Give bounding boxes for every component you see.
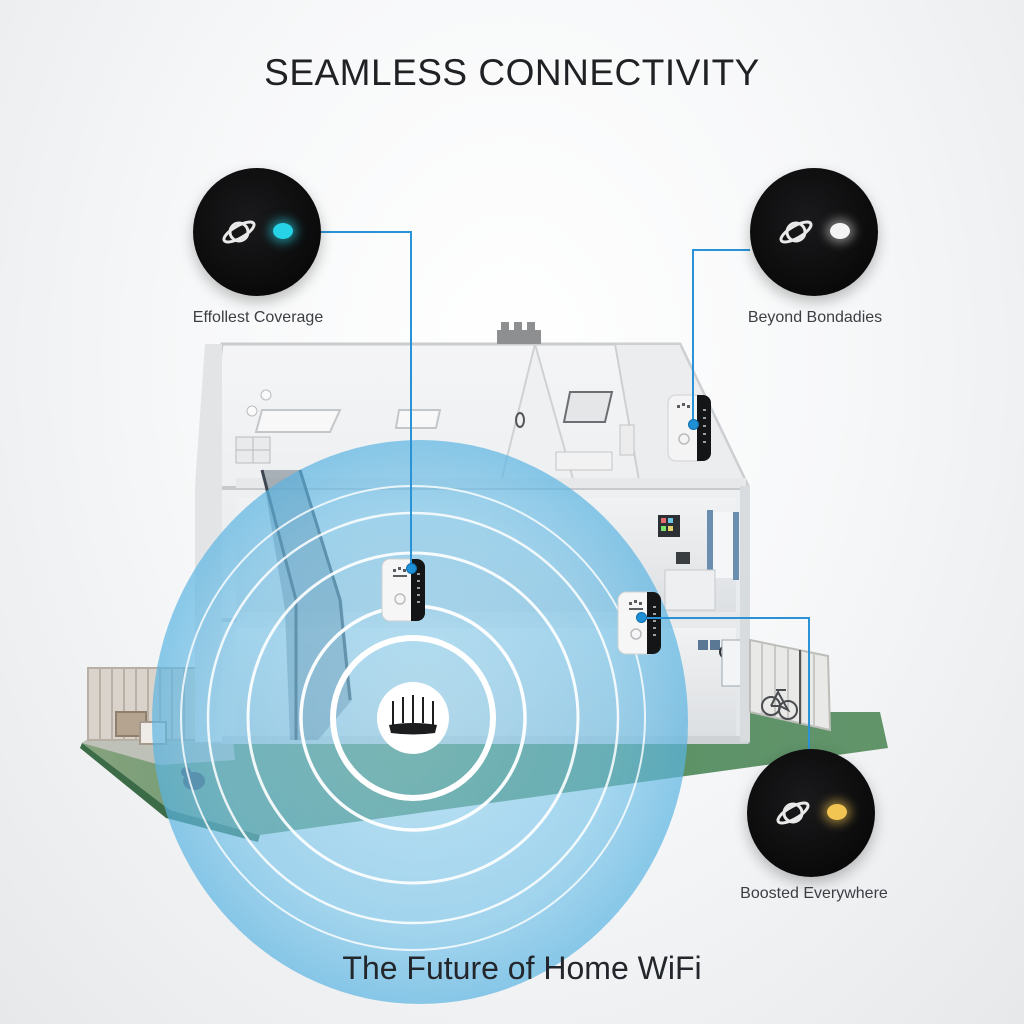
planet-icon <box>779 220 813 244</box>
connector-endpoint-attic <box>688 419 699 430</box>
signal-ring-4 <box>206 511 620 925</box>
connector-endpoint-middle-floor <box>406 563 417 574</box>
repeater-middle-floor <box>381 558 425 622</box>
connector-top-right <box>692 249 750 424</box>
chimney <box>497 322 541 344</box>
status-led-white <box>830 223 850 239</box>
bicycle <box>761 689 798 720</box>
callout-badge-effortless-coverage <box>193 168 321 296</box>
repeater-attic <box>667 394 711 462</box>
callout-badge-boosted-everywhere <box>747 749 875 877</box>
callout-label-boosted-everywhere: Boosted Everywhere <box>740 885 888 902</box>
callout-label-effortless-coverage: Effollest Coverage <box>192 309 324 326</box>
router-icon <box>389 695 437 735</box>
status-led-cyan <box>273 223 293 239</box>
page-title: SEAMLESS CONNECTIVITY <box>264 52 760 93</box>
callout-badge-beyond-boundaries <box>750 168 878 296</box>
connector-top-left <box>320 231 412 568</box>
signal-rings <box>180 485 646 951</box>
planet-icon <box>222 220 256 244</box>
footer-tagline: The Future of Home WiFi <box>342 950 702 986</box>
planet-icon <box>776 801 810 825</box>
connector-bottom-right <box>641 617 810 752</box>
signal-ring-3 <box>246 551 580 885</box>
signal-ring-5 <box>180 485 646 951</box>
repeater-right-wing <box>617 591 661 655</box>
callout-label-beyond-boundaries: Beyond Bondadies <box>747 309 883 326</box>
connector-endpoint-right-wing <box>636 612 647 623</box>
signal-ring-1 <box>330 635 496 801</box>
status-led-amber <box>827 804 847 820</box>
